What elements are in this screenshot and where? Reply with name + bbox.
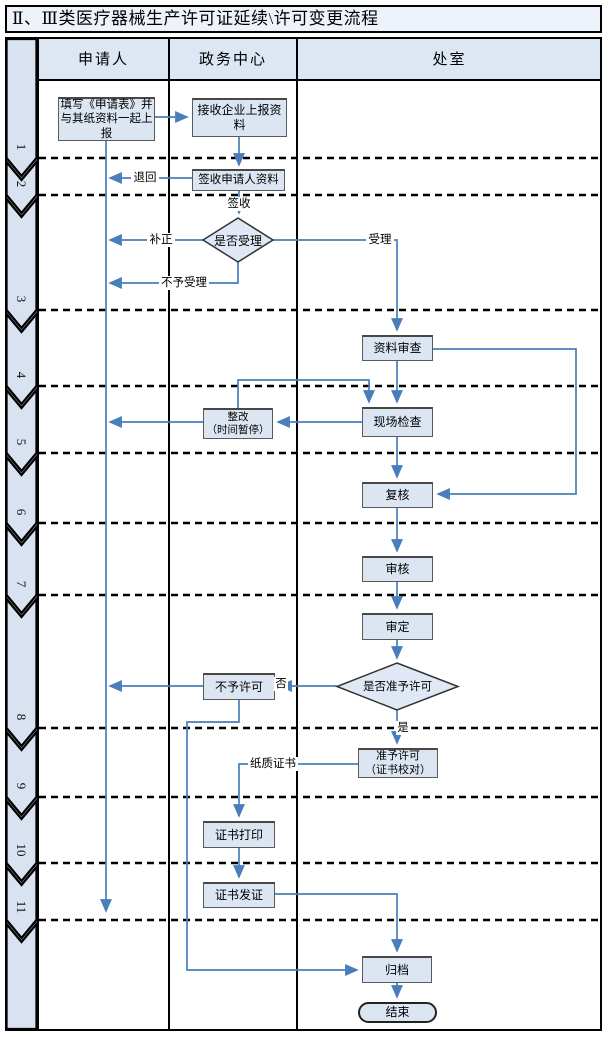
node-end: 结束 — [358, 1002, 437, 1023]
node-sign-materials: 签收申请人资料 — [192, 169, 285, 191]
edge-label-return: 退回 — [131, 171, 159, 185]
node-final-review: 审定 — [362, 613, 433, 640]
edge-label-paper-cert: 纸质证书 — [248, 757, 298, 771]
table-outer-border — [5, 37, 602, 1031]
decision-diamonds — [201, 217, 461, 711]
lane-header-office: 处室 — [297, 37, 602, 81]
node-material-review: 资料审查 — [362, 335, 433, 361]
node-deny-license: 不予许可 — [203, 673, 275, 700]
license-decision-diamond — [334, 662, 461, 711]
edge-label-accepted: 受理 — [366, 233, 394, 247]
node-receive-materials: 接收企业上报资料 — [192, 98, 287, 137]
node-review: 审核 — [362, 556, 433, 582]
lane-header-service-center: 政务中心 — [169, 37, 297, 81]
page-title: Ⅱ、Ⅲ类医疗器械生产许可证延续\许可变更流程 — [5, 5, 602, 33]
accept-decision-diamond — [201, 217, 275, 263]
node-rectification: 整改 （时间暂停） — [203, 408, 273, 439]
node-grant-license: 准予许可 （证书校对） — [358, 748, 438, 778]
column-border-3 — [296, 37, 298, 1031]
node-license-decision: 是否准予许可 — [363, 681, 432, 693]
node-onsite-inspection: 现场检查 — [362, 407, 433, 437]
node-archive: 归档 — [362, 956, 432, 983]
flow-arrows — [100, 111, 577, 999]
edge-label-correct: 补正 — [147, 233, 175, 247]
node-fill-form: 填写《申请表》并 与其纸资料一起上 报 — [58, 97, 155, 141]
lane-header-applicant: 申请人 — [38, 37, 169, 81]
column-border-1 — [37, 37, 39, 1031]
step-dashed-lines — [39, 156, 602, 922]
node-print-certificate: 证书打印 — [203, 821, 275, 848]
node-recheck: 复核 — [362, 482, 433, 508]
node-issue-certificate: 证书发证 — [203, 882, 275, 908]
column-border-2 — [168, 37, 170, 1031]
edge-label-not-accepted: 不予受理 — [159, 276, 209, 290]
node-accept-decision: 是否受理 — [213, 233, 262, 248]
